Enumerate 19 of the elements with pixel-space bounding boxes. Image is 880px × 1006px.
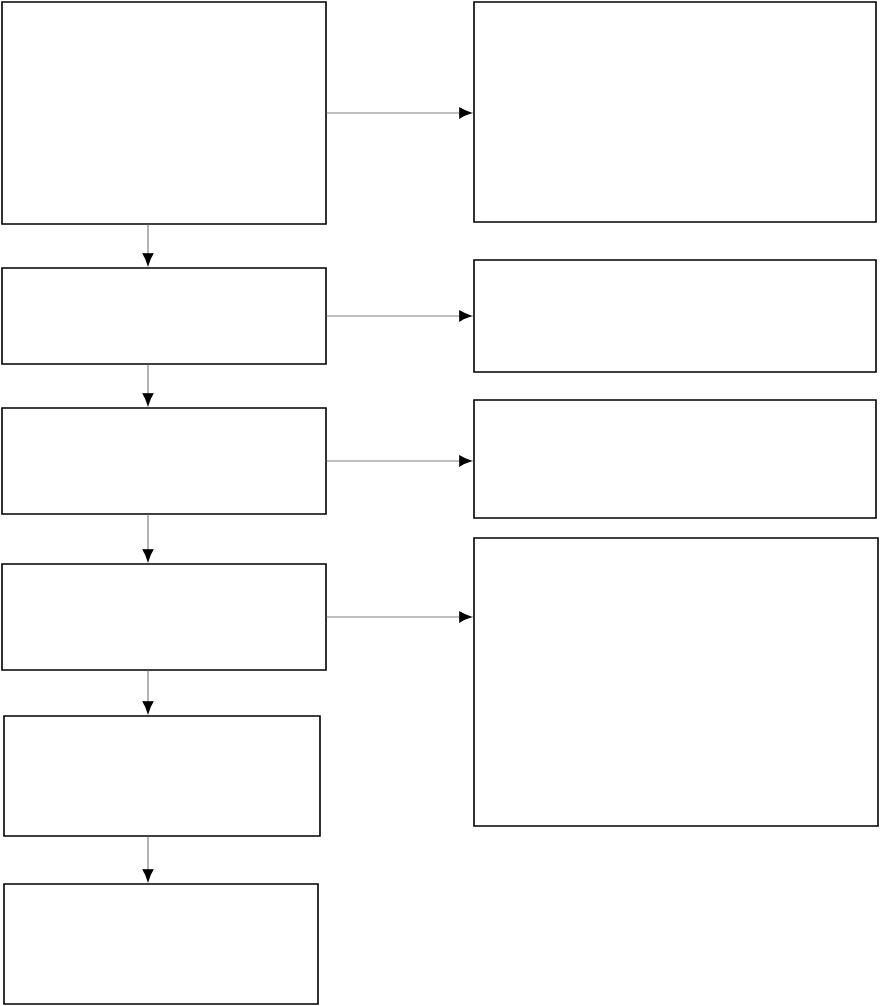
process-box bbox=[473, 259, 877, 373]
process-box bbox=[3, 883, 319, 1005]
process-box bbox=[1, 1, 327, 225]
arrow bbox=[142, 514, 154, 562]
process-box bbox=[473, 1, 877, 223]
arrow bbox=[326, 107, 472, 119]
process-box bbox=[1, 407, 327, 515]
arrow bbox=[326, 455, 472, 467]
arrow bbox=[142, 224, 154, 266]
arrow bbox=[142, 836, 154, 882]
arrow bbox=[326, 310, 472, 322]
process-box bbox=[1, 563, 327, 671]
process-box bbox=[1, 267, 327, 365]
arrow bbox=[142, 364, 154, 406]
process-box bbox=[473, 399, 877, 519]
process-box bbox=[473, 537, 879, 827]
arrow bbox=[326, 611, 472, 623]
process-box bbox=[3, 715, 321, 837]
arrow bbox=[142, 670, 154, 714]
